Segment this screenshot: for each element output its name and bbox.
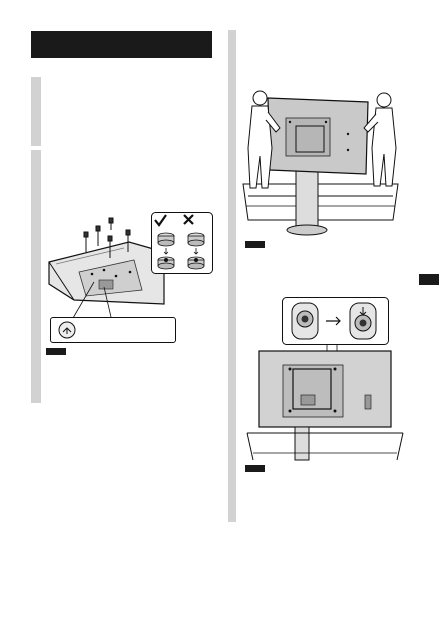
side-index-tab <box>419 274 439 285</box>
right-note-tag-2 <box>245 465 265 472</box>
check-mark-icon <box>154 214 167 227</box>
hole-detail-box <box>282 297 389 345</box>
tv-back-screws-illustration <box>48 217 165 331</box>
right-note-tag-1 <box>245 241 265 248</box>
step-2-bar <box>31 150 41 403</box>
section-title-bar <box>31 31 212 58</box>
cross-mark-icon <box>183 214 194 225</box>
left-note-tag <box>46 348 66 355</box>
two-people-lifting-tv-illustration <box>242 90 399 236</box>
right-step-bar <box>228 30 236 522</box>
step-1-bar <box>31 77 41 146</box>
screw-detail-box <box>151 212 213 274</box>
tool-callout-box <box>50 317 176 343</box>
arrow-right-icon <box>326 316 341 326</box>
tv-on-stand-rear-illustration <box>246 345 404 461</box>
screwdriver-circle-icon <box>58 321 76 339</box>
